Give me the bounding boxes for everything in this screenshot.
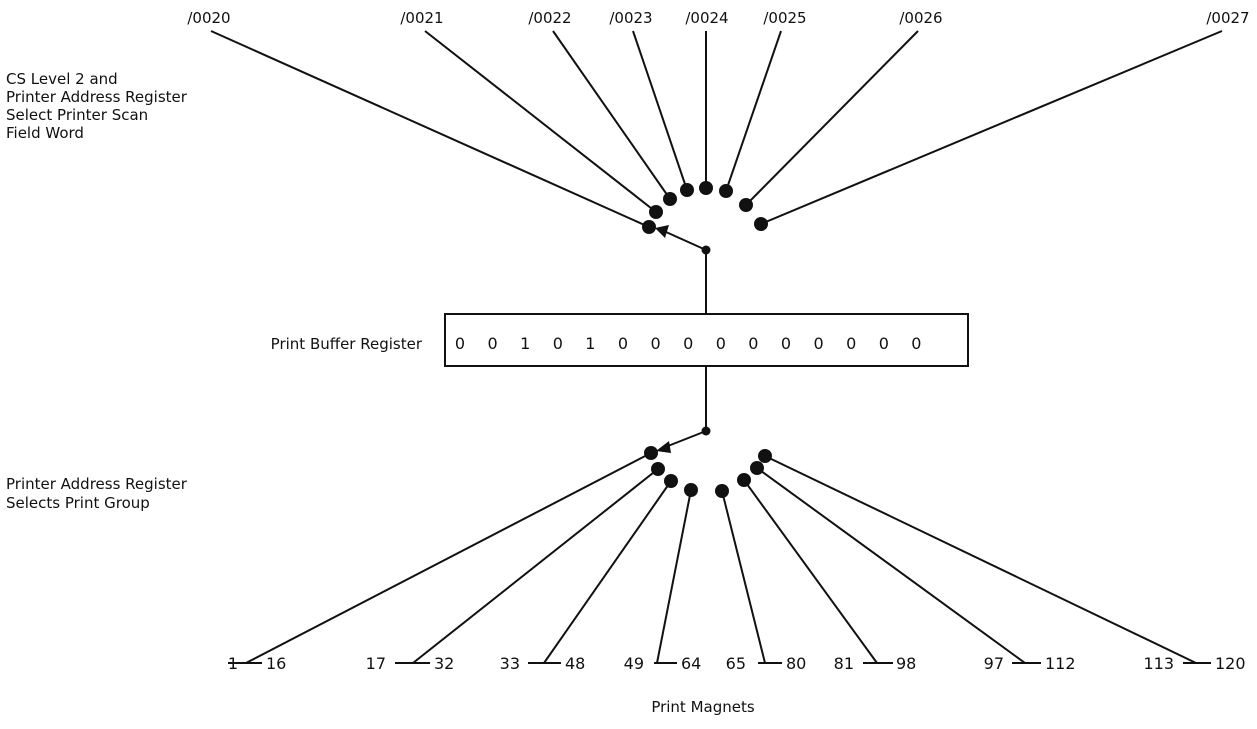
group-selector	[656, 366, 711, 453]
print-group-wires	[228, 446, 1211, 664]
magnet-range-end: 120	[1215, 654, 1246, 673]
scan-wire	[424, 30, 657, 213]
scan-wire	[725, 30, 782, 192]
register-bit: 0	[781, 334, 791, 353]
register-label: Print Buffer Register	[271, 335, 423, 353]
register-bit: 0	[748, 334, 758, 353]
scan-contact	[739, 198, 753, 212]
scan-label-line: Field Word	[6, 124, 84, 142]
scan-address-label: /0023	[609, 9, 652, 27]
register-bit: 0	[488, 334, 498, 353]
group-label-line: Selects Print Group	[6, 494, 150, 512]
scan-wire	[552, 30, 671, 200]
scan-contact	[663, 192, 677, 206]
scan-address-label: /0026	[899, 9, 942, 27]
scan-wire	[745, 30, 919, 206]
register-bits: 0 0 1 0 1 0 0 0 0 0 0 0 0 0 0	[455, 334, 922, 353]
group-wire	[245, 452, 652, 664]
scan-selector	[655, 225, 711, 314]
magnet-range-end: 98	[896, 654, 916, 673]
magnet-range-start: 81	[834, 654, 854, 673]
scan-selector-arrow	[655, 225, 669, 238]
scan-address-label: /0027	[1206, 9, 1249, 27]
magnet-range-start: 97	[984, 654, 1004, 673]
print-group-labels: 1 16 17 32 33 48 49 64 65 80 81 98 97 112 113 120	[228, 654, 1246, 673]
register-bit: 0	[455, 334, 465, 353]
scan-contact	[699, 181, 713, 195]
register-bit: 0	[618, 334, 628, 353]
magnet-range-end: 64	[681, 654, 701, 673]
scan-address-label: /0020	[187, 9, 230, 27]
magnet-range-end: 32	[434, 654, 454, 673]
scan-wire	[210, 30, 650, 228]
magnet-range-start: 49	[624, 654, 644, 673]
scan-address-labels: /0020/0021/0022/0023/0024/0025/0026/0027	[187, 9, 1249, 27]
group-wire	[721, 490, 766, 664]
scan-contact	[719, 184, 733, 198]
group-wire	[756, 467, 1026, 664]
scan-contact	[680, 183, 694, 197]
group-contact	[750, 461, 764, 475]
register-bit: 0	[651, 334, 661, 353]
scan-label-line: Printer Address Register	[6, 88, 188, 106]
magnet-range-end: 48	[565, 654, 585, 673]
print-buffer-register	[444, 313, 969, 367]
group-wire	[412, 468, 659, 664]
magnet-range-end: 112	[1045, 654, 1076, 673]
group-contact	[758, 449, 772, 463]
scan-address-label: /0024	[685, 9, 728, 27]
group-wire	[543, 480, 672, 664]
scan-label-line: Select Printer Scan	[6, 106, 148, 124]
register-bit: 0	[911, 334, 921, 353]
register-bit: 1	[520, 334, 530, 353]
print-magnets-label: Print Magnets	[651, 698, 755, 716]
group-wire	[743, 479, 878, 664]
register-bit: 0	[814, 334, 824, 353]
scan-address-label: /0025	[763, 9, 806, 27]
group-label-line: Printer Address Register	[6, 475, 188, 493]
scan-address-wires	[210, 30, 1223, 234]
group-contact	[737, 473, 751, 487]
scan-label-line: CS Level 2 and	[6, 70, 118, 88]
scan-contact	[642, 220, 656, 234]
scan-label: CS Level 2 and Printer Address Register …	[6, 70, 192, 142]
group-label: Printer Address Register Selects Print G…	[6, 475, 192, 512]
group-wire	[764, 455, 1197, 664]
magnet-range-end: 80	[786, 654, 806, 673]
group-selector-arm	[667, 430, 707, 447]
group-contact	[664, 474, 678, 488]
magnet-range-start: 17	[366, 654, 386, 673]
scan-selector-arm	[665, 231, 707, 251]
scan-address-label: /0022	[528, 9, 571, 27]
magnet-range-start: 113	[1143, 654, 1174, 673]
register-bit: 0	[553, 334, 563, 353]
register-bit: 0	[683, 334, 693, 353]
scan-wire	[760, 30, 1223, 225]
register-bit: 0	[846, 334, 856, 353]
scan-contact	[649, 205, 663, 219]
scan-pivot	[701, 245, 711, 255]
scan-wire	[632, 30, 688, 191]
group-selector-arrow	[656, 441, 671, 453]
group-contact	[644, 446, 658, 460]
scan-address-label: /0021	[400, 9, 443, 27]
magnet-range-end: 16	[266, 654, 286, 673]
group-pivot	[701, 426, 711, 436]
register-bit: 0	[716, 334, 726, 353]
magnet-range-start: 1	[228, 654, 238, 673]
group-contact	[651, 462, 665, 476]
group-contact	[684, 483, 698, 497]
register-bit: 0	[879, 334, 889, 353]
group-contact	[715, 484, 729, 498]
scan-contact	[754, 217, 768, 231]
magnet-range-start: 33	[500, 654, 520, 673]
magnet-range-start: 65	[726, 654, 746, 673]
register-bit: 1	[585, 334, 595, 353]
group-wire	[656, 489, 692, 664]
